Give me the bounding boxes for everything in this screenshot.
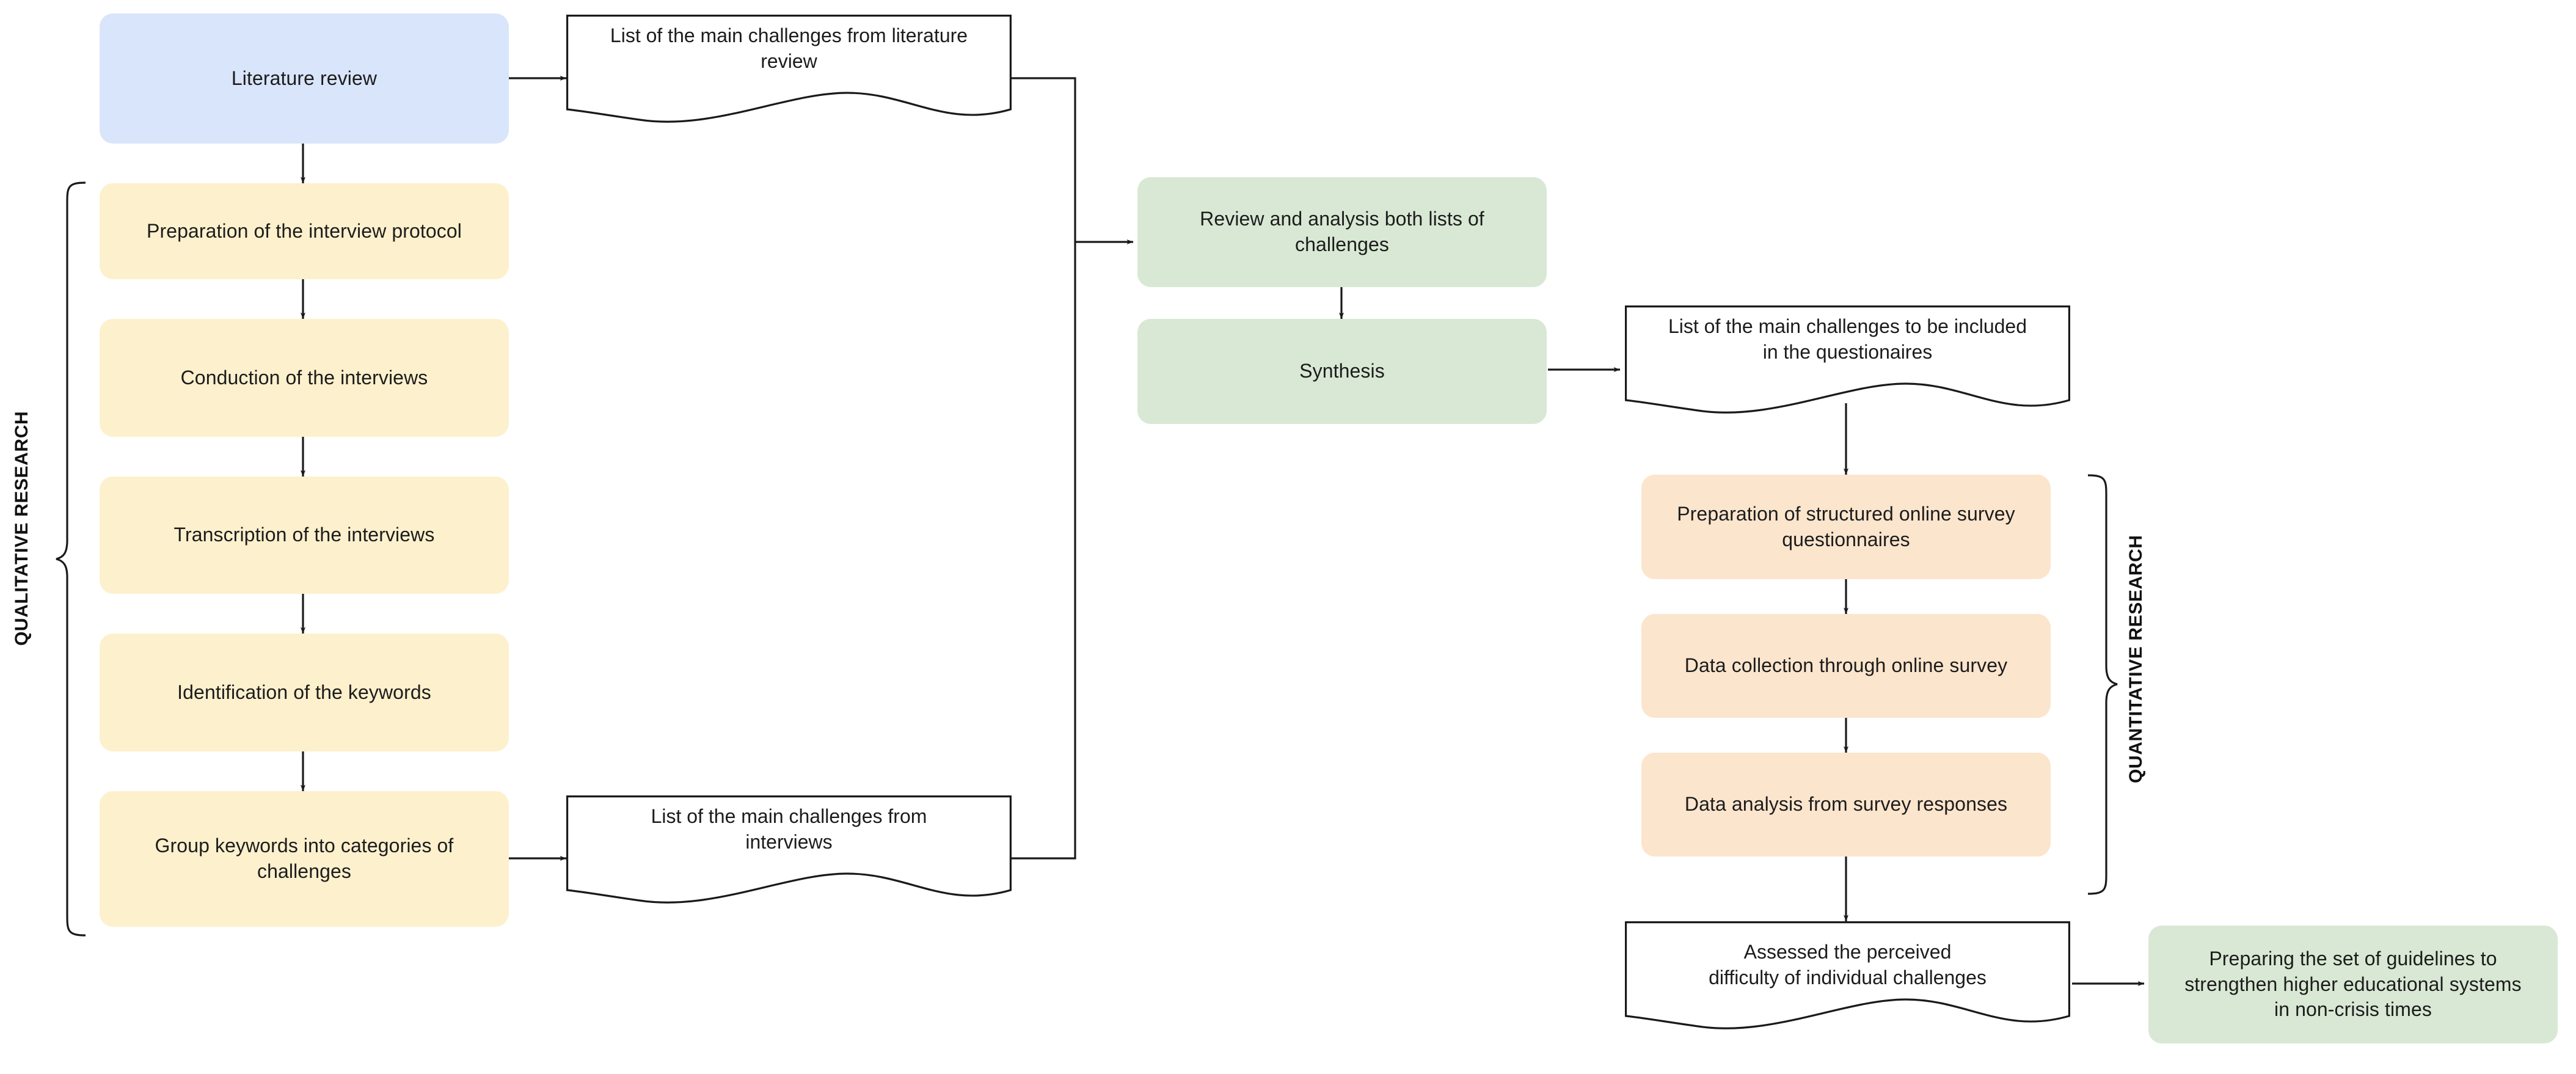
doc-literature-challenges-label: List of the main challenges from literat…: [610, 24, 968, 72]
document-shape-icon: [566, 795, 1012, 904]
node-group-keywords[interactable]: Group keywords into categories of challe…: [100, 791, 509, 927]
node-synthesis[interactable]: Synthesis: [1137, 319, 1547, 424]
doc-interview-challenges-list[interactable]: List of the main challenges from intervi…: [566, 795, 1012, 911]
quantitative-brace: [2087, 474, 2118, 895]
qualitative-brace: [56, 181, 86, 937]
node-data-analysis[interactable]: Data analysis from survey responses: [1641, 753, 2051, 857]
edge-docint-to-merge: [1012, 242, 1076, 860]
edge-doclit-to-merge: [1012, 77, 1076, 242]
document-shape-icon: [1625, 921, 2070, 1029]
document-shape-icon: [1625, 305, 2070, 414]
document-shape-icon: [566, 15, 1012, 123]
doc-interview-challenges-label: List of the main challenges from intervi…: [651, 805, 927, 853]
quantitative-research-label: QUANTITATIVE RESEARCH: [2126, 535, 2146, 784]
doc-questionnaire-challenges-label: List of the main challenges to be includ…: [1668, 315, 2027, 363]
doc-literature-challenges-list[interactable]: List of the main challenges from literat…: [566, 15, 1012, 131]
node-data-collection[interactable]: Data collection through online survey: [1641, 614, 2051, 718]
node-conduction-interviews[interactable]: Conduction of the interviews: [100, 319, 509, 437]
doc-assessed-difficulty[interactable]: Assessed the perceived difficulty of ind…: [1625, 921, 2070, 1037]
node-review-analysis[interactable]: Review and analysis both lists of challe…: [1137, 177, 1547, 287]
node-prepare-survey[interactable]: Preparation of structured online survey …: [1641, 475, 2051, 579]
node-guidelines[interactable]: Preparing the set of guidelines to stren…: [2148, 926, 2558, 1043]
doc-questionnaire-challenges-list[interactable]: List of the main challenges to be includ…: [1625, 305, 2070, 422]
node-literature-review[interactable]: Literature review: [100, 13, 509, 144]
doc-assessed-difficulty-label: Assessed the perceived difficulty of ind…: [1709, 941, 1987, 988]
node-interview-protocol[interactable]: Preparation of the interview protocol: [100, 183, 509, 279]
node-identification-keywords[interactable]: Identification of the keywords: [100, 634, 509, 751]
node-transcription-interviews[interactable]: Transcription of the interviews: [100, 477, 509, 594]
qualitative-research-label: QUALITATIVE RESEARCH: [12, 411, 32, 646]
